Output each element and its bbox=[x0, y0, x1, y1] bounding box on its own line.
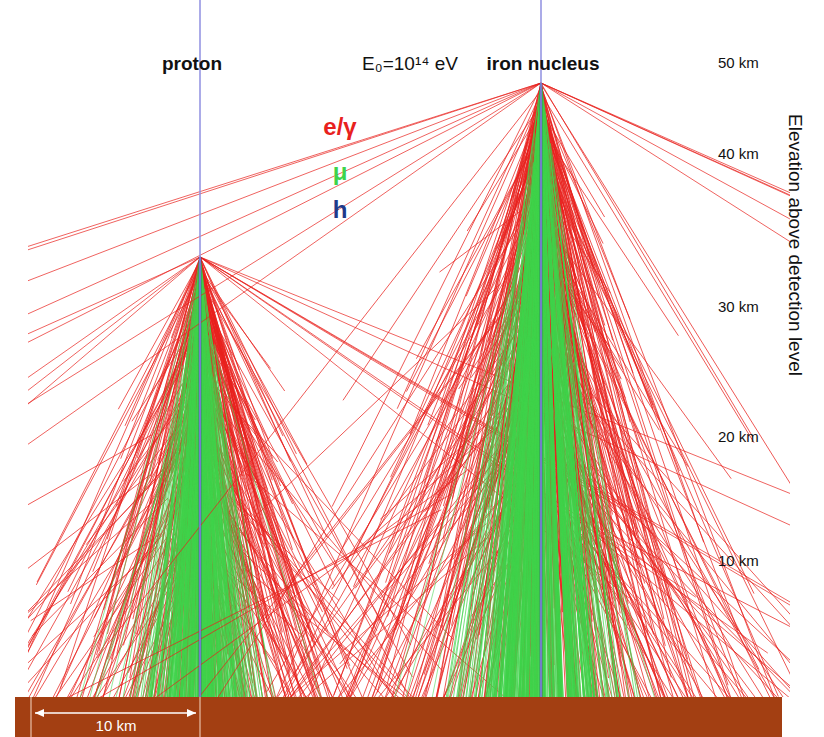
particle-track bbox=[181, 383, 194, 697]
particle-track bbox=[59, 510, 442, 697]
particle-track bbox=[431, 152, 541, 698]
shower-axis bbox=[540, 0, 542, 697]
particle-track bbox=[200, 417, 244, 697]
particle-track bbox=[597, 536, 790, 697]
legend-text: e/γ bbox=[323, 113, 356, 140]
scale-tick bbox=[30, 697, 31, 737]
particle-track bbox=[81, 319, 195, 697]
particle-track bbox=[200, 313, 209, 697]
particle-track bbox=[543, 102, 598, 697]
scale-tick bbox=[199, 697, 200, 737]
ground-band bbox=[15, 697, 782, 737]
particle-track bbox=[589, 495, 781, 697]
particle-track bbox=[145, 403, 200, 697]
particle-track bbox=[28, 262, 199, 697]
particle-track bbox=[136, 271, 200, 697]
particle-track bbox=[482, 192, 542, 697]
particle-track bbox=[541, 190, 641, 698]
particle-track bbox=[28, 83, 541, 462]
legend-entry: μ bbox=[333, 158, 348, 186]
particle-track bbox=[475, 161, 541, 697]
particle-track bbox=[220, 402, 261, 697]
particle-track bbox=[150, 470, 468, 697]
particle-track bbox=[28, 83, 541, 550]
axis-title: Elevation above detection level bbox=[784, 114, 806, 376]
particle-track bbox=[528, 271, 541, 697]
particle-track bbox=[28, 83, 541, 697]
particle-track bbox=[542, 89, 777, 697]
particle-track bbox=[541, 315, 656, 697]
particle-track bbox=[598, 522, 790, 697]
legend-entry: h bbox=[333, 196, 348, 224]
particle-track bbox=[89, 282, 200, 697]
particle-track bbox=[541, 250, 588, 697]
legend-text: μ bbox=[333, 158, 348, 185]
particle-track bbox=[457, 100, 541, 697]
elevation-tick: 50 km bbox=[718, 54, 759, 71]
particle-track bbox=[541, 297, 616, 697]
particle-track bbox=[541, 83, 629, 697]
particle-track bbox=[200, 302, 322, 697]
particle-track bbox=[546, 139, 591, 697]
particle-track bbox=[201, 269, 331, 697]
panel-title: proton bbox=[162, 53, 222, 75]
particle-track bbox=[487, 280, 541, 698]
particle-track bbox=[201, 266, 317, 697]
particle-track bbox=[156, 257, 200, 697]
legend-text: h bbox=[333, 196, 348, 223]
elevation-tick: 30 km bbox=[718, 298, 759, 315]
particle-track bbox=[28, 83, 541, 407]
particle-track bbox=[505, 203, 541, 697]
particle-track bbox=[142, 290, 195, 697]
particle-track bbox=[468, 299, 515, 697]
particle-track bbox=[393, 173, 541, 697]
particle-track bbox=[542, 91, 578, 697]
particle-track bbox=[490, 289, 541, 697]
particle-track bbox=[28, 475, 150, 691]
particle-track bbox=[149, 311, 194, 697]
particle-track bbox=[97, 94, 538, 658]
particle-track bbox=[541, 83, 790, 468]
panel-title: iron nucleus bbox=[487, 53, 600, 75]
energy-label: E₀=10¹⁴ eV bbox=[362, 53, 458, 75]
particle-track bbox=[590, 392, 790, 697]
particle-track bbox=[458, 145, 541, 697]
elevation-tick: 10 km bbox=[718, 552, 759, 569]
scale-arrow bbox=[35, 712, 196, 714]
elevation-tick: 40 km bbox=[718, 145, 759, 162]
scale-label: 10 km bbox=[96, 717, 137, 734]
particle-track bbox=[541, 365, 577, 698]
particle-track bbox=[28, 83, 541, 494]
particle-track bbox=[505, 184, 541, 697]
particle-track bbox=[567, 420, 589, 697]
particle-track bbox=[541, 158, 604, 697]
particle-track bbox=[195, 313, 502, 697]
particle-track bbox=[503, 311, 527, 698]
particle-track bbox=[541, 140, 597, 697]
particle-track bbox=[200, 302, 268, 697]
legend-entry: e/γ bbox=[323, 113, 356, 141]
shower-axis bbox=[199, 0, 201, 697]
particle-track bbox=[94, 353, 200, 697]
particle-track bbox=[28, 83, 541, 479]
scale-arrowhead bbox=[35, 709, 196, 717]
elevation-tick: 20 km bbox=[718, 428, 759, 445]
